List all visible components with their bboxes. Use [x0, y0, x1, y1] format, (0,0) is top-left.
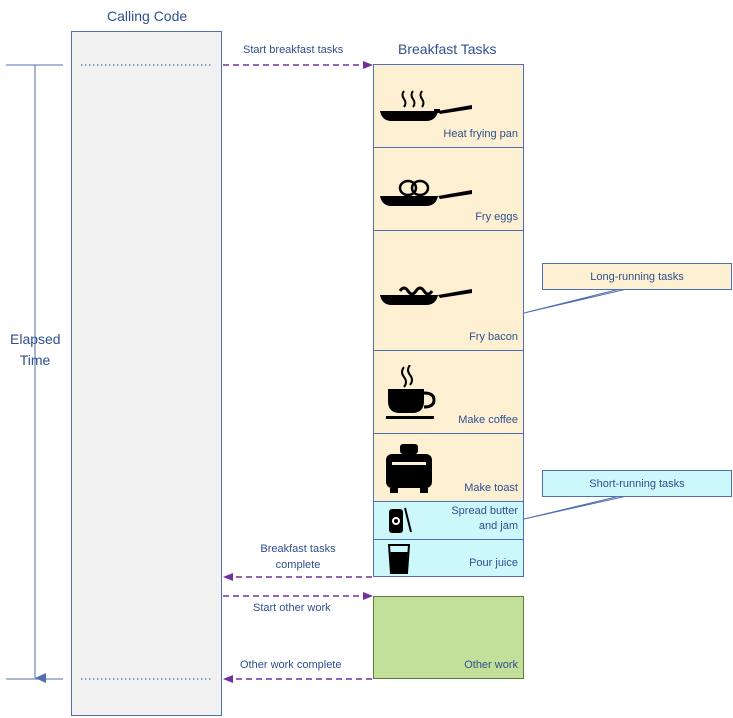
- calling-code-title: Calling Code: [107, 8, 188, 24]
- toaster-icon: [386, 444, 432, 493]
- task-label: Make coffee: [458, 414, 518, 426]
- other-complete-label: Other work complete: [240, 659, 342, 671]
- long-callout-pointer: [523, 288, 628, 314]
- juice-glass-icon: [388, 544, 410, 574]
- frying-pan-eggs-icon: [380, 179, 472, 206]
- toast-knife-icon: [389, 507, 412, 533]
- frying-pan-steam-icon: [380, 90, 472, 121]
- breakfast-complete-line2: complete: [275, 559, 321, 571]
- task-make-coffee: Make coffee: [373, 350, 524, 434]
- task-fry-bacon: Fry bacon: [373, 230, 524, 351]
- task-spread-butter: Spread butter and jam: [373, 501, 524, 540]
- short-running-callout: Short-running tasks: [542, 470, 732, 497]
- task-label: Pour juice: [469, 557, 518, 569]
- breakfast-tasks-title: Breakfast Tasks: [398, 41, 497, 57]
- task-fry-eggs: Fry eggs: [373, 147, 524, 231]
- task-label-line1: Spread butter: [451, 505, 518, 517]
- frying-pan-bacon-icon: [380, 286, 472, 305]
- task-pour-juice: Pour juice: [373, 539, 524, 577]
- task-label: Other work: [464, 659, 518, 671]
- start-breakfast-label: Start breakfast tasks: [243, 44, 344, 56]
- short-callout-pointer: [523, 495, 628, 520]
- task-label-line2: and jam: [478, 520, 518, 532]
- task-other-work: Other work: [373, 596, 524, 679]
- task-make-toast: Make toast: [373, 433, 524, 502]
- calling-code-column: [71, 31, 222, 716]
- start-other-label: Start other work: [253, 602, 331, 614]
- task-label: Fry eggs: [475, 211, 518, 223]
- breakfast-complete-label: Breakfast tasks complete: [244, 541, 352, 573]
- long-running-callout: Long-running tasks: [542, 263, 732, 290]
- task-label: Spread butter and jam: [451, 504, 518, 534]
- task-heat-frying-pan: Heat frying pan: [373, 64, 524, 148]
- coffee-cup-icon: [386, 365, 436, 419]
- task-label: Fry bacon: [469, 331, 518, 343]
- task-label: Heat frying pan: [443, 128, 518, 140]
- breakfast-complete-line1: Breakfast tasks: [260, 543, 336, 555]
- task-label: Make toast: [464, 482, 518, 494]
